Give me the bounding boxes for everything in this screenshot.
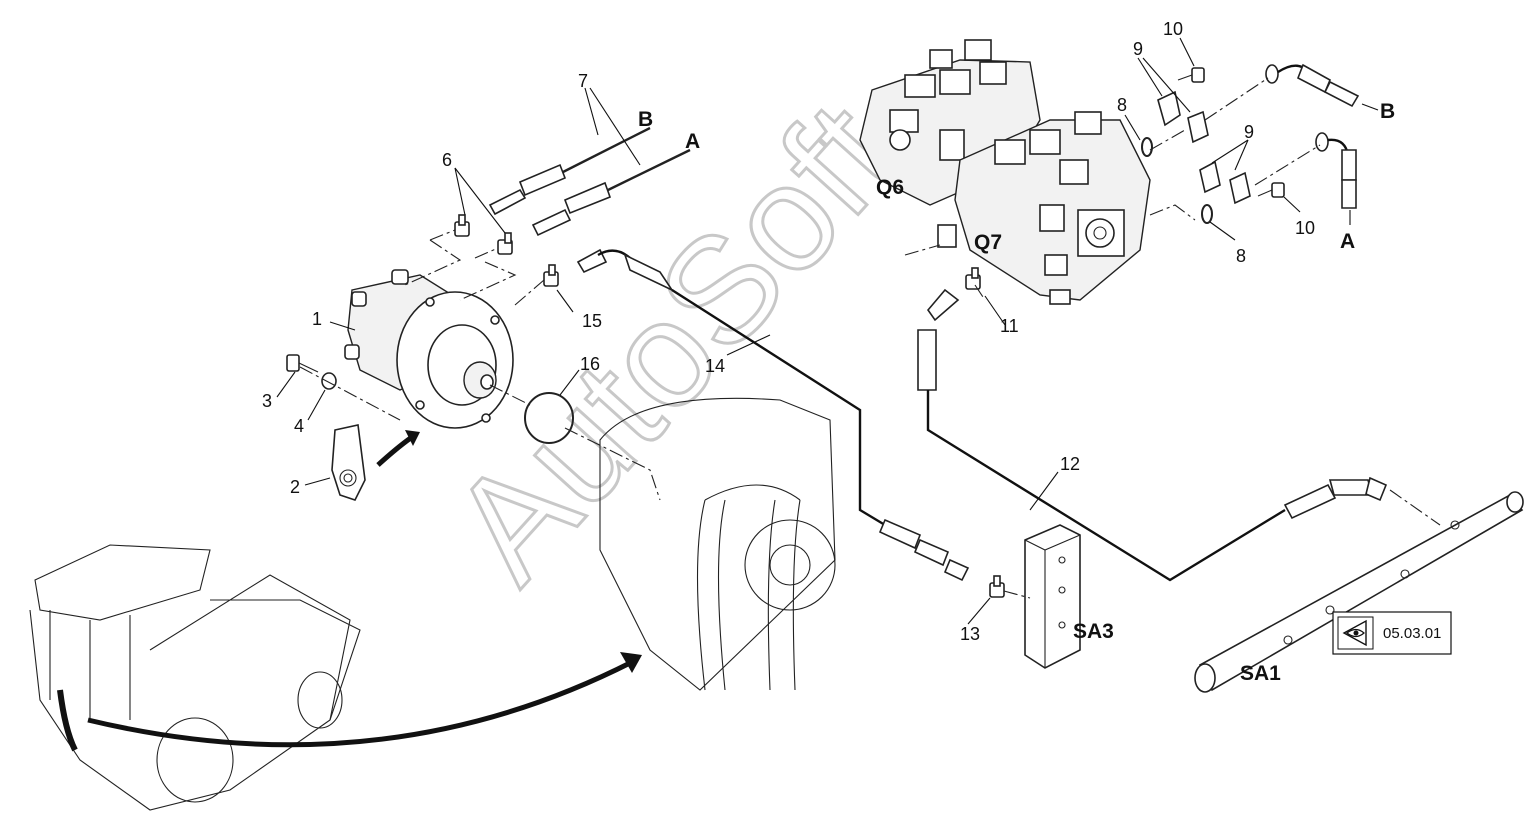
callout-8b: 8	[1236, 246, 1246, 266]
hose-12	[917, 288, 1388, 582]
arrow-machine	[87, 659, 634, 748]
block-sa3	[1024, 524, 1081, 669]
bolt-3	[286, 354, 319, 373]
plate-2	[331, 424, 366, 501]
label-sa3: SA3	[1073, 620, 1114, 643]
paver-machine	[29, 544, 361, 811]
flange-9b	[1187, 110, 1209, 144]
label-sa1: SA1	[1240, 662, 1281, 685]
hose-7	[488, 126, 691, 237]
connection-a-left: A	[685, 130, 700, 153]
o-ring-8a	[1141, 137, 1153, 157]
leader-lines	[276, 37, 1379, 625]
callout-16: 16	[580, 354, 600, 374]
connection-b-left: B	[638, 108, 653, 131]
motor-1	[344, 269, 514, 429]
hose-b-right	[1265, 63, 1360, 108]
bolt-10a	[1177, 67, 1205, 83]
callout-1: 1	[312, 309, 322, 329]
callout-4: 4	[294, 416, 304, 436]
label-q6: Q6	[876, 176, 904, 199]
reference-box[interactable]: 05.03.01	[1332, 611, 1452, 655]
bolt-10b	[1257, 182, 1285, 198]
callout-9b: 9	[1244, 122, 1254, 142]
callout-2: 2	[290, 477, 300, 497]
callout-7: 7	[578, 71, 588, 91]
manifold-sa1	[1194, 491, 1524, 693]
callout-12: 12	[1060, 454, 1080, 474]
fitting-11	[965, 267, 981, 290]
callout-13: 13	[960, 624, 980, 644]
callout-15: 15	[582, 311, 602, 331]
o-ring-8b	[1201, 204, 1213, 224]
hose-14	[576, 248, 970, 582]
hose-a-right	[1315, 132, 1357, 209]
connection-b-right: B	[1380, 100, 1395, 123]
connection-a-right: A	[1340, 230, 1355, 253]
callout-10b: 10	[1295, 218, 1315, 238]
o-ring-16	[524, 392, 574, 444]
label-q7: Q7	[974, 231, 1002, 254]
fitting-6b	[497, 232, 513, 255]
fitting-6a	[454, 214, 470, 237]
center-lines	[299, 77, 1441, 599]
arrow-motor	[376, 432, 417, 467]
callout-11: 11	[1000, 316, 1019, 336]
washer-4	[321, 372, 337, 390]
callout-3: 3	[262, 391, 272, 411]
callout-8a: 8	[1117, 95, 1127, 115]
callout-14: 14	[705, 356, 725, 376]
chain-drive	[599, 397, 836, 691]
pump-q7	[937, 111, 1151, 305]
flange-9c	[1199, 160, 1221, 194]
eye-icon	[1342, 619, 1367, 647]
callout-10a: 10	[1163, 19, 1183, 39]
callout-6: 6	[442, 150, 452, 170]
callout-9a: 9	[1133, 39, 1143, 59]
flange-9d	[1229, 171, 1251, 205]
flange-9a	[1157, 90, 1181, 127]
fitting-13	[989, 575, 1005, 598]
reference-box-text: 05.03.01	[1383, 625, 1441, 642]
fitting-15	[543, 264, 559, 287]
